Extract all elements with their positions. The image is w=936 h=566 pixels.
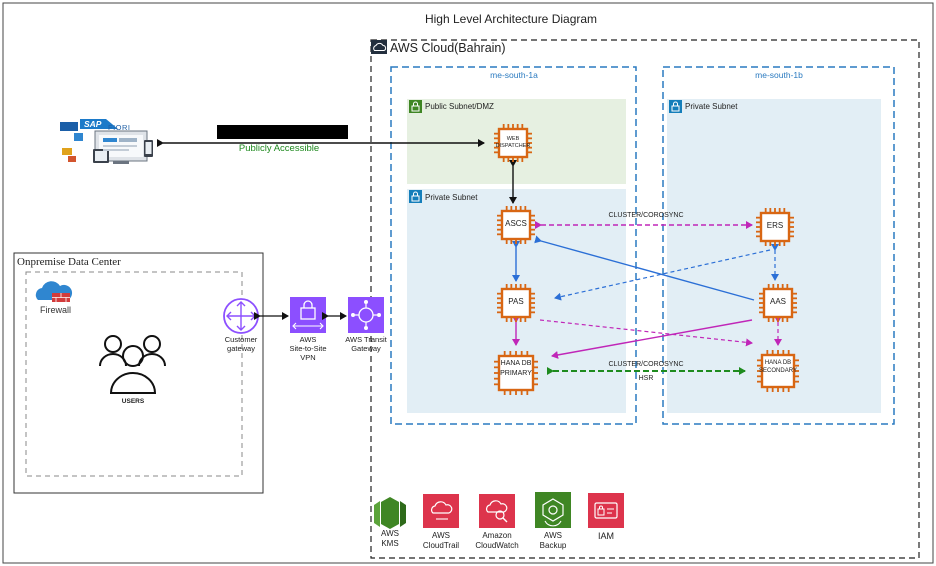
hana-primary-label-2: PRIMARY	[500, 370, 532, 377]
diagram-title: High Level Architecture Diagram	[424, 12, 598, 26]
public-subnet-label: Public Subnet/DMZ	[425, 102, 494, 111]
ascs-chip	[497, 206, 535, 244]
cloudwatch-label-1: Amazon	[482, 531, 512, 540]
hana-secondary-label-2: SECONDARY	[759, 368, 797, 374]
compute-instances	[494, 124, 799, 395]
cloudtrail-label-1: AWS	[432, 531, 450, 540]
cloudwatch-label-2: CloudWatch	[475, 541, 519, 550]
customer-gateway-icon	[223, 298, 259, 334]
aas-label: AAS	[769, 297, 787, 306]
kms-label-1: AWS	[381, 529, 399, 538]
tgw-label-2: Gateway	[351, 344, 381, 353]
hana-secondary-label-1: HANA DB	[764, 360, 792, 366]
fiori-devices-icon	[60, 122, 153, 164]
transit-gateway-icon	[348, 297, 384, 333]
users-icon	[99, 335, 166, 394]
hana-primary-chip	[494, 351, 538, 395]
lock-icon-private-a	[409, 190, 422, 203]
az-b-label: me-south-1b	[755, 70, 803, 80]
customer-gateway-label-1: Customer	[224, 335, 258, 344]
cloudtrail-label-2: CloudTrail	[422, 541, 460, 550]
iam-icon	[588, 493, 624, 528]
vpn-label-1: AWS	[299, 335, 317, 344]
kms-label-2: KMS	[381, 539, 399, 548]
az-a-boundary	[390, 66, 637, 425]
hsr-label: HSR	[638, 375, 654, 382]
lock-icon-public	[409, 100, 422, 113]
link-ascs-aas	[534, 235, 755, 301]
web-dispatcher-chip	[494, 124, 532, 162]
iam-label: IAM	[597, 531, 615, 541]
vpn-label-3: VPN	[300, 353, 316, 362]
kms-icon	[374, 497, 406, 529]
lock-icon-private-b	[669, 100, 682, 113]
redacted-bar	[217, 125, 348, 139]
pas-label: PAS	[508, 297, 524, 306]
customer-gateway-label-2: gateway	[227, 344, 255, 353]
onprem-inner-boundary	[25, 271, 243, 477]
cloud-icon	[371, 40, 387, 54]
private-subnet-b-label: Private Subnet	[685, 102, 738, 111]
tgw-label-1: AWS Transit	[345, 335, 387, 344]
web-dispatcher-label: WEB DISPATCHER	[495, 136, 531, 149]
cluster-bottom-label: CLUSTER/COROSYNC	[608, 361, 684, 368]
link-pas-hanasec	[539, 319, 753, 347]
ascs-label: ASCS	[505, 219, 527, 228]
public-access-label: Publicly Accessible	[238, 143, 320, 154]
firewall-icon	[35, 281, 73, 302]
ers-chip	[756, 208, 794, 246]
cloudwatch-icon	[479, 494, 515, 528]
cloudtrail-icon	[423, 494, 459, 528]
onprem-title: Onpremise Data Center	[17, 256, 121, 268]
vpn-icon	[290, 297, 326, 333]
users-label: USERS	[121, 398, 145, 405]
backup-label-2: Backup	[539, 541, 567, 550]
link-aas-hanaprim	[551, 319, 753, 359]
ers-label: ERS	[766, 221, 784, 230]
backup-icon	[535, 492, 571, 528]
onprem-boundary	[13, 252, 264, 494]
sap-logo-text: SAP	[84, 119, 102, 129]
fiori-label: FIORI	[108, 123, 131, 132]
pas-chip	[497, 284, 535, 322]
backup-label-1: AWS	[544, 531, 562, 540]
hana-primary-label-1: HANA DB	[500, 360, 532, 367]
link-ers-pas	[554, 249, 771, 301]
cluster-top-label: CLUSTER/COROSYNC	[608, 212, 684, 219]
az-b-boundary	[662, 66, 895, 425]
aws-cloud-label: AWS Cloud(Bahrain)	[390, 41, 506, 55]
hana-secondary-chip	[757, 350, 799, 392]
vpn-label-2: Site-to-Site	[289, 344, 327, 353]
private-subnet-a-label: Private Subnet	[425, 193, 478, 202]
sap-logo	[80, 119, 118, 129]
az-a-label: me-south-1a	[490, 70, 538, 80]
aas-chip	[759, 284, 797, 322]
firewall-label: Firewall	[40, 305, 72, 315]
